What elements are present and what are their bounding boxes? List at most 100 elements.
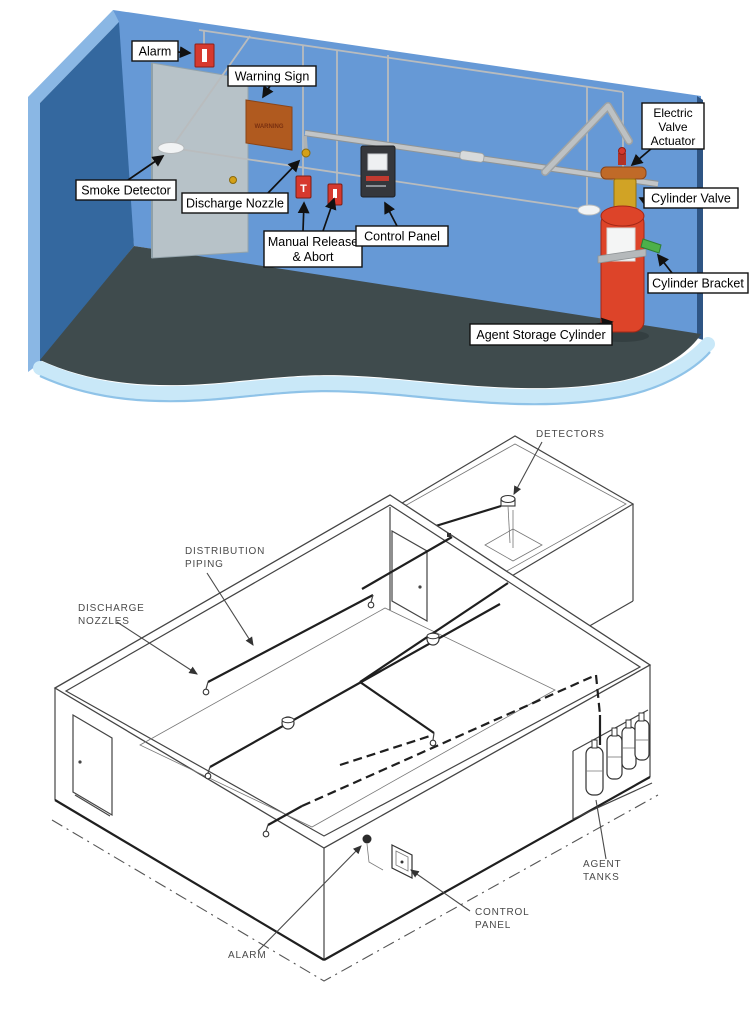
nozzle-drop-stub [303, 135, 308, 150]
nozzle-stem-3 [432, 732, 435, 741]
agent-tank-4 [634, 712, 650, 761]
manual-release-station [295, 175, 312, 199]
nozzle-1 [202, 688, 210, 696]
agent-tank-1 [585, 739, 604, 796]
detectors-label: DETECTORS [536, 429, 605, 440]
cylinder-assembly [595, 147, 662, 342]
detector-pendant [507, 505, 511, 544]
interior-door [391, 529, 428, 623]
control-panel-arrow [384, 201, 398, 227]
warning-sign-text: WARNING [255, 124, 284, 130]
nozzles [202, 594, 437, 838]
door-sill [74, 794, 111, 817]
valve-tee-fitting [600, 166, 647, 180]
front-left-wall-bottom [54, 799, 325, 961]
alarm-label: ALARM [228, 950, 266, 961]
cylinder-bracket-label: Cylinder Bracket [652, 277, 744, 291]
control-panel-dot [400, 860, 404, 864]
nozzle-4 [204, 772, 212, 780]
control-panel-label: Control Panel [364, 230, 440, 244]
alarm-label: Alarm [139, 45, 172, 59]
discharge-nozzle-left [229, 176, 237, 184]
nozzle-stem-5 [265, 824, 269, 832]
pipe-coupling [459, 150, 485, 163]
discharge-nozzle-label-box [181, 192, 289, 214]
hidden-branch [339, 734, 431, 767]
tank-2-valve [611, 727, 618, 737]
wall-devices [362, 834, 413, 879]
discharge-nozzles-label-line1: DISCHARGE [78, 603, 145, 614]
manual-release-label-line1: Manual Release [268, 235, 358, 249]
bottom-callouts: DETECTORS DISTRIBUTION PIPING DISCHARGE … [78, 429, 621, 961]
suppression-building-isometric-diagram: DETECTORS DISTRIBUTION PIPING DISCHARGE … [51, 429, 659, 982]
electric-valve-label-line3: Actuator [651, 134, 696, 148]
nozzle-3 [429, 739, 437, 747]
alarm-strobe-bar [202, 49, 207, 62]
actuator-cap [618, 147, 626, 155]
agent-tanks-label-line1: AGENT [583, 859, 621, 870]
alarm-arrow [177, 46, 192, 59]
pipe-run-e-solid [267, 805, 303, 826]
electric-valve-label-line2: Valve [658, 120, 687, 134]
door-outline [72, 713, 113, 817]
cylinder-dome [600, 205, 645, 227]
control-panel-label-line2: PANEL [475, 920, 511, 931]
base-outline-dashdot [51, 794, 659, 982]
main-room [51, 494, 659, 982]
electric-valve-label-box [641, 102, 705, 150]
room-shell [28, 10, 715, 406]
manual-station-letter: T [300, 183, 307, 195]
agent-tank-2 [606, 727, 623, 780]
detector-room-floor-patch [484, 528, 543, 562]
electric-valve-arrow [630, 147, 653, 167]
pipe-run-e-hidden [301, 673, 597, 808]
control-panel-label-line1: CONTROL [475, 907, 530, 918]
back-wall [113, 10, 701, 338]
pipe-branch-c [359, 681, 435, 734]
nozzle-stem-1 [205, 681, 209, 690]
main-roof-inner [64, 504, 642, 837]
corner-circuit-line [361, 536, 453, 590]
floor [40, 246, 701, 389]
discharge-nozzle-label: Discharge Nozzle [186, 197, 284, 211]
agent-tanks-leader [595, 799, 607, 860]
nozzle-5 [262, 830, 270, 838]
cylinder-bracket-arrow [656, 253, 673, 274]
control-panel-box-inner [395, 850, 409, 872]
manual-release-label-box [263, 230, 363, 268]
exterior-door [72, 713, 113, 817]
pipe-run-a [207, 594, 374, 683]
detector-main-2-cap [281, 716, 295, 724]
cylinder-valve-label-box [643, 187, 739, 209]
control-panel-label-strip [366, 185, 386, 187]
manual-release-label-line2: & Abort [293, 250, 335, 264]
warning-sign-label: Warning Sign [235, 70, 310, 84]
detector-cap [500, 494, 516, 504]
detector-main-1-cap [426, 632, 440, 640]
agent-cylinder-label-box [469, 323, 613, 346]
discharge-nozzles-leader [116, 621, 198, 675]
detectors-leader [513, 441, 543, 495]
front-right-wall-bottom [323, 776, 651, 961]
tank-3-valve [625, 719, 632, 729]
control-panel-leader [410, 869, 471, 912]
manual-release-arrow-1 [297, 201, 310, 232]
cylinder-bracket-label-box [647, 272, 749, 294]
distribution-piping [202, 582, 602, 838]
wave-band-edge [39, 351, 711, 406]
suppression-room-3d-diagram: WARNING T Alarm W [28, 10, 749, 406]
detector-room-wall-bottom [585, 600, 634, 629]
control-panel-label-box [355, 225, 449, 247]
wave-band-light [33, 337, 715, 404]
tank-4-valve [638, 712, 645, 722]
top-callouts: Alarm Warning Sign Smoke Detector Discha… [75, 40, 749, 346]
alarm-leader [257, 845, 362, 952]
alarm-wire [366, 843, 384, 871]
distribution-piping-label-line1: DISTRIBUTION [185, 546, 265, 557]
tank-recess-bottom [572, 782, 653, 820]
smoke-detector-arrow [127, 155, 165, 181]
nozzle-stem-4 [207, 766, 211, 774]
cylinder-valve-device [613, 178, 637, 210]
nozzle-stem-2 [370, 594, 374, 603]
manual-release-arrow-2 [322, 197, 337, 232]
